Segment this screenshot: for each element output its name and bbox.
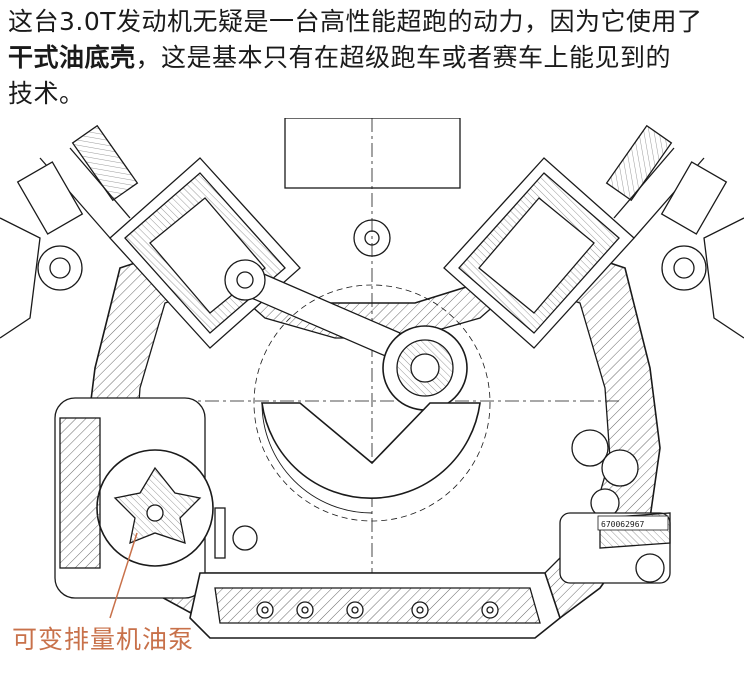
sump-bolts xyxy=(256,601,499,619)
caption-line-2-rest: ，这是基本只有在超级跑车或者赛车上能见到的 xyxy=(135,43,672,72)
part-number-text: 670062967 xyxy=(601,520,645,529)
caption-text: 这台3.0T发动机无疑是一台高性能超跑的动力，因为它使用了 干式油底壳，这是基本… xyxy=(8,4,738,112)
oil-pump-callout-label: 可变排量机油泵 xyxy=(12,625,195,654)
part-number-tag xyxy=(597,515,669,531)
right-valvetrain xyxy=(605,124,744,339)
caption-line-2: 干式油底壳，这是基本只有在超级跑车或者赛车上能见到的 xyxy=(8,40,738,76)
piston-top xyxy=(130,118,620,598)
dry-sump-pan xyxy=(189,572,561,639)
crankshaft-counterweight xyxy=(253,284,491,522)
oil-pump-leader-line xyxy=(109,532,138,619)
caption-line-3: 技术。 xyxy=(8,79,85,108)
left-valvetrain xyxy=(0,124,139,339)
engine-cross-section-drawing: 670062967 xyxy=(0,118,744,677)
caption-bold-term: 干式油底壳 xyxy=(8,43,136,72)
right-cylinder-bank xyxy=(443,147,705,349)
caption-line-1: 这台3.0T发动机无疑是一台高性能超跑的动力，因为它使用了 xyxy=(8,7,703,36)
oil-pump-housing xyxy=(54,397,258,599)
connecting-rod xyxy=(224,259,468,411)
